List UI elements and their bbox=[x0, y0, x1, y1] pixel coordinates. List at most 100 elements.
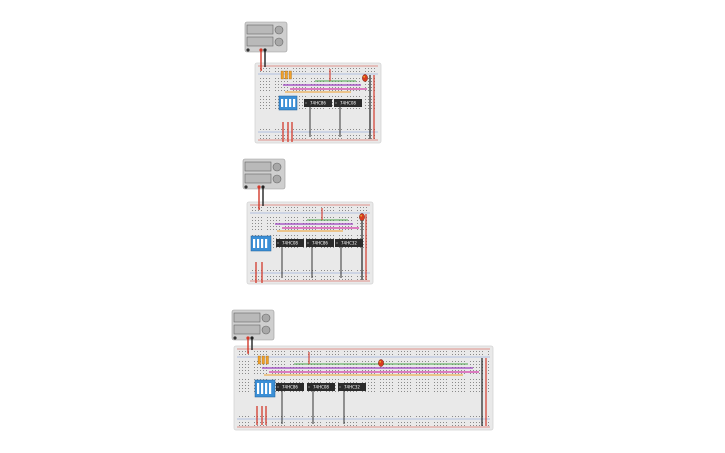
hole bbox=[425, 422, 426, 423]
ic-chip[interactable]: 74HC32 bbox=[338, 383, 366, 391]
led-icon[interactable] bbox=[359, 213, 365, 221]
resistor-icon[interactable] bbox=[257, 355, 269, 365]
dip-switch-toggle[interactable] bbox=[261, 383, 264, 394]
hole bbox=[443, 385, 444, 386]
hole bbox=[335, 361, 336, 362]
hole bbox=[245, 364, 246, 365]
dip-switch-toggle[interactable] bbox=[253, 239, 256, 248]
hole bbox=[278, 68, 279, 69]
led-icon[interactable] bbox=[362, 74, 368, 82]
hole bbox=[351, 226, 352, 227]
hole bbox=[383, 388, 384, 389]
hole bbox=[363, 210, 364, 211]
hole bbox=[342, 247, 343, 248]
hole bbox=[425, 382, 426, 383]
hole bbox=[242, 367, 243, 368]
power-supply-icon[interactable] bbox=[244, 21, 288, 53]
dip-switch-toggle[interactable] bbox=[257, 239, 260, 248]
hole bbox=[266, 370, 267, 371]
dip-switch-toggle[interactable] bbox=[265, 383, 268, 394]
dip-switch-toggle[interactable] bbox=[261, 239, 264, 248]
hole bbox=[242, 391, 243, 392]
hole bbox=[392, 379, 393, 380]
hole bbox=[365, 370, 366, 371]
hole bbox=[306, 235, 307, 236]
hole bbox=[288, 247, 289, 248]
hole bbox=[255, 220, 256, 221]
knob-icon[interactable] bbox=[274, 37, 284, 47]
hole bbox=[309, 207, 310, 208]
ic-chip-label: 74HC08 bbox=[313, 384, 329, 389]
hole bbox=[419, 391, 420, 392]
power-switch-icon[interactable] bbox=[233, 336, 237, 340]
hole bbox=[276, 276, 277, 277]
hole bbox=[296, 373, 297, 374]
hole bbox=[392, 354, 393, 355]
hole bbox=[314, 373, 315, 374]
hole bbox=[416, 370, 417, 371]
hole bbox=[321, 235, 322, 236]
hole bbox=[434, 373, 435, 374]
ic-chip[interactable]: 74HC86 bbox=[304, 99, 332, 107]
dip-switch-icon[interactable] bbox=[278, 95, 298, 111]
dip-switch-toggle[interactable] bbox=[265, 239, 268, 248]
dip-switch-toggle[interactable] bbox=[257, 383, 260, 394]
hole bbox=[239, 379, 240, 380]
led-icon[interactable] bbox=[378, 359, 384, 367]
dip-switch-toggle[interactable] bbox=[281, 99, 284, 107]
ic-chip[interactable]: 74HC86 bbox=[276, 383, 304, 391]
hole bbox=[434, 416, 435, 417]
ic-chip-body bbox=[335, 239, 363, 247]
hole bbox=[407, 361, 408, 362]
ic-chip[interactable]: 74HC08 bbox=[307, 383, 335, 391]
hole bbox=[338, 87, 339, 88]
knob-icon[interactable] bbox=[261, 313, 271, 323]
hole bbox=[389, 351, 390, 352]
hole bbox=[365, 135, 366, 136]
power-switch-icon[interactable] bbox=[246, 48, 250, 52]
hole bbox=[329, 425, 330, 426]
dip-switch-icon[interactable] bbox=[250, 235, 272, 252]
hole bbox=[371, 102, 372, 103]
knob-icon[interactable] bbox=[274, 25, 284, 35]
power-supply-icon[interactable] bbox=[242, 158, 286, 190]
dip-switch-toggle[interactable] bbox=[269, 383, 272, 394]
dip-switch-toggle[interactable] bbox=[293, 99, 296, 107]
knob-icon[interactable] bbox=[272, 174, 282, 184]
hole bbox=[317, 87, 318, 88]
ic-chip[interactable]: 74HC08 bbox=[334, 99, 362, 107]
hole bbox=[248, 370, 249, 371]
hole bbox=[299, 382, 300, 383]
hole bbox=[314, 108, 315, 109]
hole bbox=[260, 364, 261, 365]
hole bbox=[303, 220, 304, 221]
hole bbox=[434, 354, 435, 355]
power-supply-icon[interactable] bbox=[231, 309, 275, 341]
ic-chip[interactable]: 74HC32 bbox=[335, 239, 363, 247]
dip-switch-toggle[interactable] bbox=[285, 99, 288, 107]
ic-chip[interactable]: 74HC08 bbox=[276, 239, 304, 247]
power-switch-icon[interactable] bbox=[244, 185, 248, 189]
resistor-icon[interactable] bbox=[280, 70, 292, 80]
hole bbox=[276, 210, 277, 211]
hole bbox=[461, 370, 462, 371]
hole bbox=[266, 96, 267, 97]
hole bbox=[479, 373, 480, 374]
hole bbox=[347, 354, 348, 355]
hole bbox=[293, 90, 294, 91]
knob-icon[interactable] bbox=[272, 162, 282, 172]
dip-switch-icon[interactable] bbox=[254, 379, 276, 398]
hole bbox=[296, 379, 297, 380]
hole bbox=[261, 235, 262, 236]
knob-icon[interactable] bbox=[261, 325, 271, 335]
hole bbox=[380, 422, 381, 423]
hole bbox=[302, 68, 303, 69]
hole bbox=[437, 361, 438, 362]
hole bbox=[324, 235, 325, 236]
hole bbox=[294, 247, 295, 248]
hole bbox=[278, 370, 279, 371]
dip-switch-toggle[interactable] bbox=[289, 99, 292, 107]
hole bbox=[371, 425, 372, 426]
ic-chip[interactable]: 74HC86 bbox=[306, 239, 334, 247]
